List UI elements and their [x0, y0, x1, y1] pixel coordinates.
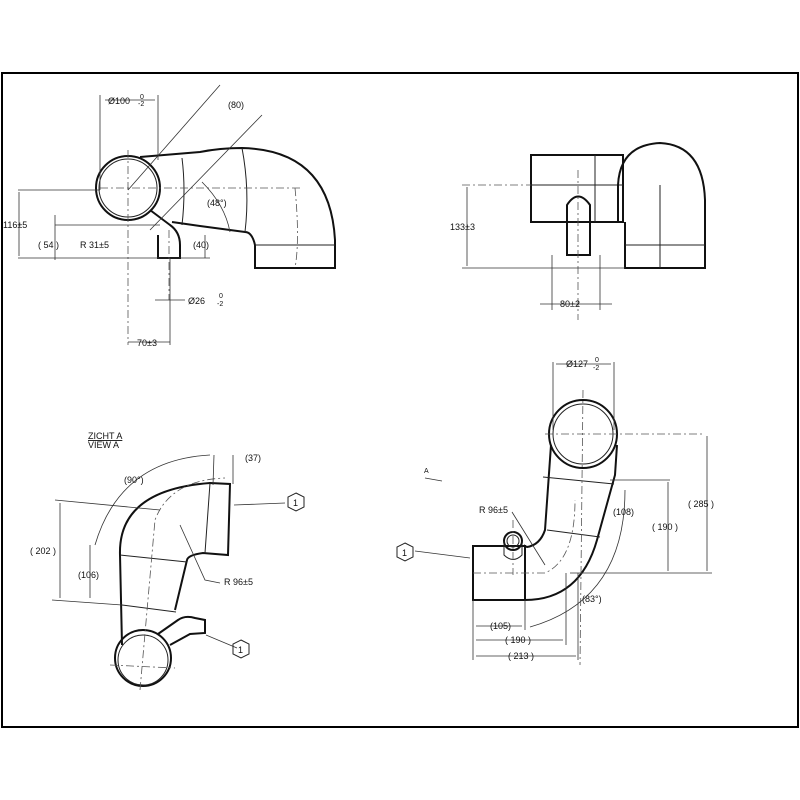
dim-dia-main: Ø100: [108, 96, 130, 106]
body-lines: [531, 155, 623, 222]
angle-arc: [201, 181, 231, 233]
callout-balloon: 1: [396, 542, 414, 562]
callout-balloon: 1: [232, 639, 250, 659]
view-arrow-label: A: [424, 468, 429, 475]
angle-arc: [94, 454, 211, 546]
main-pipe-inner: [117, 634, 169, 686]
callout-number: 1: [293, 498, 298, 508]
dim-lines: [127, 84, 263, 231]
center-lines: [100, 150, 300, 345]
tol-upper: 0: [219, 293, 223, 300]
dim-37: (37): [245, 453, 261, 463]
seam-line: [181, 157, 185, 226]
dim-angle-48: (48°): [207, 198, 227, 208]
body-box: [530, 154, 624, 223]
seam-line: [241, 147, 248, 233]
callout-balloon: 1: [287, 492, 305, 512]
dim-lines: [462, 187, 625, 310]
view-top-left: Ø100 0 -2 (80) (48°) 116±5 ( 54 ) R 31±5…: [3, 84, 336, 348]
view-top-right: 133±3 80±2: [450, 141, 706, 320]
dim-r96: R 96±5: [479, 505, 508, 515]
elbow-body: [139, 146, 336, 269]
small-pipe: [149, 209, 181, 259]
tol-upper: 0: [140, 94, 144, 101]
small-pipe: [157, 615, 206, 646]
dim-lines: [128, 258, 185, 345]
center-lines: [473, 389, 705, 666]
seam-lines: [542, 476, 615, 538]
dim-lines: [18, 189, 210, 260]
callout-number: 1: [238, 645, 243, 655]
center-lines: [109, 477, 226, 691]
dim-54: ( 54 ): [38, 240, 59, 250]
dim-116: 116±5: [3, 220, 27, 230]
dim-80: (80): [228, 100, 244, 110]
dim-angle-83: (83°): [582, 594, 602, 604]
dim-105: (105): [490, 621, 511, 631]
tol-lower: -2: [138, 101, 144, 108]
dim-190-horizontal: ( 190 ): [505, 635, 531, 645]
tol-lower: -2: [593, 365, 599, 372]
view-title-en: VIEW A: [88, 440, 119, 450]
dim-dia-small: Ø26: [188, 296, 205, 306]
dim-dia-127: Ø127: [566, 359, 588, 369]
view-title-de: ZICHT A: [88, 431, 122, 441]
dim-lines: [99, 95, 159, 190]
dim-lines: [472, 573, 579, 660]
elbow: [617, 141, 706, 269]
elbow-body: [118, 481, 232, 646]
tol-lower: -2: [217, 301, 223, 308]
dim-108: (108): [613, 507, 634, 517]
dim-lines: [552, 362, 712, 574]
dim-202: ( 202 ): [30, 546, 56, 556]
dim-190-vertical: ( 190 ): [652, 522, 678, 532]
callout-number: 1: [402, 548, 407, 558]
center-lines: [462, 170, 579, 320]
leader-lines: [414, 477, 546, 566]
view-bottom-right: Ø127 0 -2 A R 96±5 (108) ( 190 ) ( 285 )…: [396, 357, 714, 666]
dim-40: (40): [193, 240, 209, 250]
dim-70: 70±3: [137, 338, 157, 348]
dim-133: 133±3: [450, 222, 475, 232]
dim-lines: [51, 454, 234, 606]
small-pipe: [566, 195, 591, 256]
dim-285: ( 285 ): [688, 499, 714, 509]
elbow-lines: [625, 185, 705, 268]
dim-r96: R 96±5: [224, 577, 253, 587]
main-pipe-outer: [114, 629, 172, 687]
angle-arc: [529, 489, 626, 628]
view-bottom-left: ZICHT A VIEW A (90°) (37) ( 202 ) (106) …: [30, 431, 305, 691]
dim-213: ( 213 ): [508, 651, 534, 661]
drawing-frame: [1, 72, 799, 728]
dim-r31: R 31±5: [80, 240, 109, 250]
dim-angle-90: (90°): [124, 475, 144, 485]
dim-106: (106): [78, 570, 99, 580]
tol-upper: 0: [595, 357, 599, 364]
seam-lines: [119, 482, 211, 613]
leader-lines: [179, 502, 286, 649]
dim-80: 80±2: [560, 299, 580, 309]
